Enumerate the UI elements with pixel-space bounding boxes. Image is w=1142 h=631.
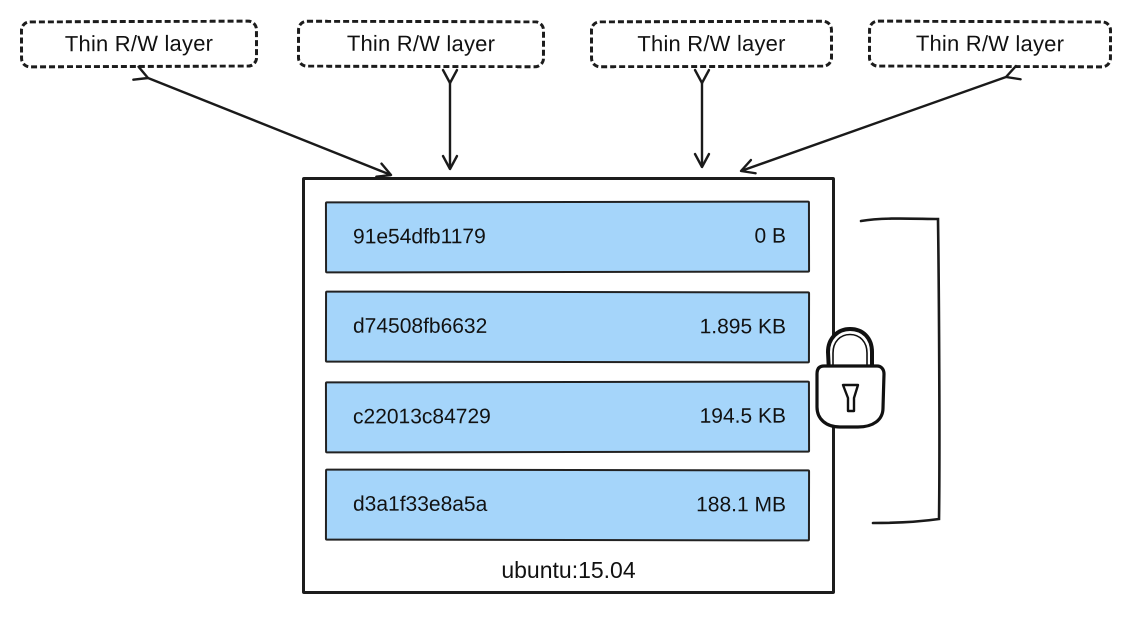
layer-size: 188.1 MB: [696, 493, 787, 517]
layer-id: c22013c84729: [352, 405, 491, 429]
image-layer-row: 91e54dfb1179 0 B: [324, 200, 811, 274]
thin-rw-layer-label-4: Thin R/W layer: [915, 30, 1065, 57]
layer-size: 1.895 KB: [699, 315, 787, 339]
image-name-label: ubuntu:15.04: [501, 557, 636, 583]
layer-size: 0 B: [754, 224, 787, 248]
layer-id: d3a1f33e8a5a: [352, 492, 488, 516]
thin-rw-layer-box-1: Thin R/W layer: [19, 19, 259, 69]
image-container: 91e54dfb1179 0 B d74508fb6632 1.895 KB c…: [302, 177, 835, 594]
image-layer-row: c22013c84729 194.5 KB: [324, 380, 811, 454]
thin-rw-layer-box-2: Thin R/W layer: [296, 19, 546, 69]
double-headed-arrow-4: [739, 64, 1022, 175]
thin-rw-layer-label-3: Thin R/W layer: [637, 30, 786, 57]
layer-id: d74508fb6632: [352, 314, 488, 338]
thin-rw-layer-label-2: Thin R/W layer: [346, 30, 496, 57]
double-headed-arrow-1: [132, 65, 393, 178]
thin-rw-layer-box-4: Thin R/W layer: [867, 19, 1113, 69]
layer-id: 91e54dfb1179: [352, 225, 486, 249]
layer-size: 194.5 KB: [699, 404, 787, 428]
image-layer-row: d3a1f33e8a5a 188.1 MB: [324, 468, 811, 542]
thin-rw-layer-box-3: Thin R/W layer: [589, 19, 834, 69]
image-layer-row: d74508fb6632 1.895 KB: [324, 290, 811, 364]
layers-grouping-bracket: [859, 217, 941, 525]
thin-rw-layer-label-1: Thin R/W layer: [64, 30, 214, 57]
